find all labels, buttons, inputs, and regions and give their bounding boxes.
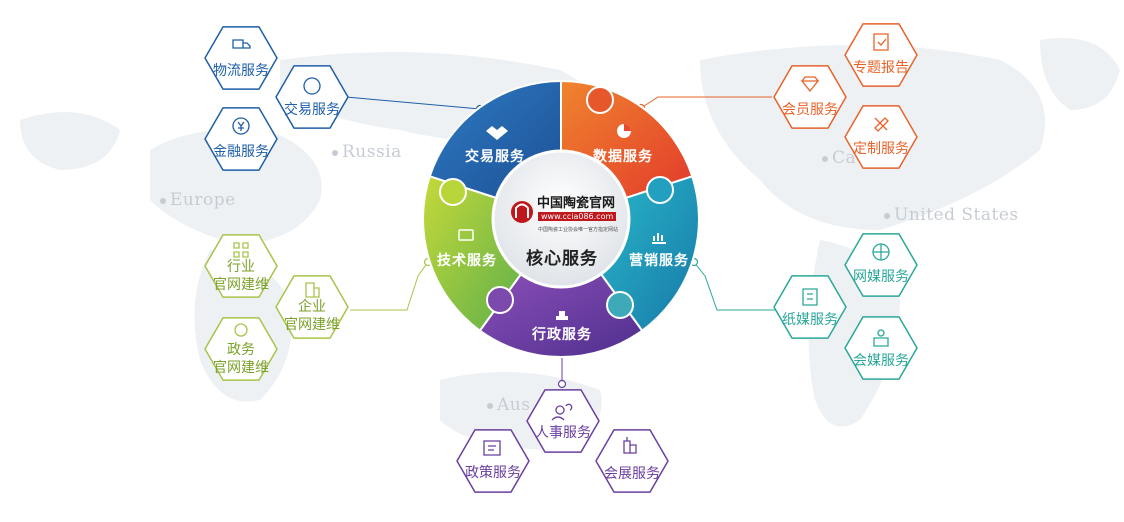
segment-label-tech: 技术服务 (437, 253, 497, 269)
hex-custom (844, 105, 918, 169)
map-label-europe: Europe (160, 190, 236, 210)
puzzle-knob (646, 176, 674, 204)
hex-label-paper-media: 纸媒服务 (782, 312, 838, 328)
truck-icon (232, 39, 251, 49)
hex-label-hr: 人事服务 (535, 425, 591, 441)
hex-label-custom: 定制服务 (853, 141, 909, 157)
hex-logistics (204, 26, 278, 90)
logo-title: 中国陶瓷官网 (537, 196, 616, 211)
yen-coin-icon (232, 117, 250, 135)
connector-line-marketing (693, 261, 780, 311)
meeting-icon (873, 329, 889, 347)
handshake-icon (486, 126, 508, 140)
connector-line-trade (345, 96, 481, 110)
segment-label-data: 数据服务 (593, 149, 653, 165)
hex-exhibition-media (844, 316, 918, 380)
connector-line-data (640, 96, 772, 109)
hex-industry-site (204, 234, 278, 298)
hex-label-topic-report: 专题报告 (853, 60, 909, 76)
diamond-icon (800, 76, 820, 93)
hex-enterprise-site (275, 275, 349, 339)
people-icon (551, 403, 573, 421)
puzzle-knob (586, 86, 614, 114)
puzzle-knob (606, 291, 634, 319)
map-label-australia: Aus (487, 395, 530, 415)
pencil-ruler-icon (874, 117, 889, 132)
core-service-title: 核心服务 (526, 249, 598, 269)
expo-building-icon (623, 437, 637, 454)
globe-lines-icon (873, 244, 889, 260)
segment-label-trade: 交易服务 (465, 149, 525, 165)
clipboard-check-icon (873, 33, 889, 51)
hex-finance (204, 107, 278, 171)
map-label-united-states: United States (884, 205, 1019, 225)
puzzle-knob (439, 178, 467, 206)
gear-icon (234, 323, 248, 337)
hex-member (773, 65, 847, 129)
yen-sign-icon (237, 121, 245, 131)
puzzle-knob (486, 286, 514, 314)
building-icon (305, 282, 320, 298)
hex-hr (526, 389, 600, 453)
logo-emblem-mark (515, 203, 529, 218)
hex-label-expo: 会展服务 (604, 466, 660, 482)
map-continent (20, 112, 120, 170)
map-continent (150, 130, 322, 245)
connector-dot-admin (557, 379, 567, 389)
hex-policy (456, 429, 530, 493)
hex-label-policy: 政策服务 (465, 465, 521, 481)
bar-chart-icon (652, 233, 666, 244)
hex-paper-media (773, 275, 847, 339)
map-label-canada: Ca (822, 148, 856, 168)
hex-label-logistics: 物流服务 (213, 63, 269, 79)
stamp-icon (556, 311, 568, 320)
hex-web-media (844, 233, 918, 297)
newspaper-icon (802, 288, 818, 306)
pie-chart-slice-icon (624, 124, 631, 131)
monitor-icon (458, 229, 474, 241)
hex-label-member: 会员服务 (782, 102, 838, 118)
map-label-russia: Russia (332, 142, 402, 162)
hex-label-industry-site: 行业 官网建维 (213, 259, 269, 293)
policy-doc-icon (483, 440, 501, 456)
map-continent (1040, 38, 1120, 110)
hex-label-gov-site: 政务 官网建维 (213, 342, 269, 376)
hex-topic-report (844, 23, 918, 87)
hex-label-trade: 交易服务 (284, 102, 340, 118)
hex-trade (275, 65, 349, 129)
hex-label-web-media: 网媒服务 (853, 269, 909, 285)
segment-label-admin: 行政服务 (532, 327, 592, 343)
hex-gov-site (204, 317, 278, 381)
connector-line-tech (350, 261, 429, 311)
hex-label-finance: 金融服务 (213, 144, 269, 160)
logo-subtitle: 中国陶瓷工业协会唯一官方指定网站 (538, 227, 619, 233)
hex-expo (595, 429, 669, 493)
segment-label-marketing: 营销服务 (629, 253, 689, 269)
hex-label-enterprise-site: 企业 官网建维 (284, 299, 340, 333)
exchange-icon (303, 77, 321, 95)
hex-label-exhibition-media: 会媒服务 (853, 353, 909, 369)
logo-url: www.ccia086.com (538, 212, 617, 221)
grid-apps-icon (233, 242, 249, 258)
